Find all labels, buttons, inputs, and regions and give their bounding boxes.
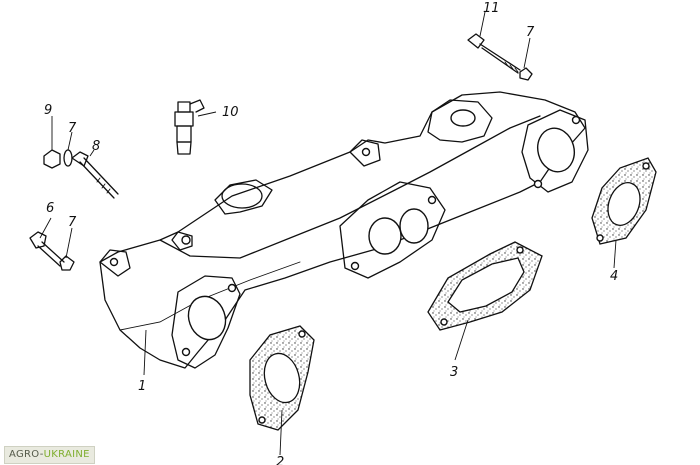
watermark-part1: AGRO- xyxy=(9,449,44,460)
manifold-holes xyxy=(109,109,581,357)
top-washer xyxy=(519,67,533,81)
washer-left xyxy=(59,255,75,271)
nut-left xyxy=(43,149,61,169)
callout-9: 9 xyxy=(44,103,52,118)
callout-2: 2 xyxy=(276,455,284,465)
callout-8: 8 xyxy=(92,139,100,154)
callout-1: 1 xyxy=(138,379,146,394)
watermark: AGRO-UKRAINE xyxy=(4,446,95,464)
watermark-part2: UKRAINE xyxy=(43,449,90,460)
callout-10: 10 xyxy=(222,105,239,120)
callout-labels: 1 2 3 4 6 7 7 7 8 9 10 11 xyxy=(44,1,618,465)
callout-6: 6 xyxy=(46,201,54,216)
long-bolt xyxy=(71,151,119,199)
callout-7-mid: 7 xyxy=(68,121,77,136)
washer-mid xyxy=(63,149,73,167)
gasket-right xyxy=(591,157,657,245)
top-bolt xyxy=(467,33,521,74)
gasket-bottom xyxy=(249,325,315,431)
callout-3: 3 xyxy=(450,365,458,380)
gasket-middle xyxy=(427,241,543,331)
bolt-left xyxy=(29,231,65,267)
callout-7-lower: 7 xyxy=(68,215,77,230)
temperature-sensor xyxy=(174,99,205,155)
manifold-body xyxy=(99,91,589,369)
callout-4: 4 xyxy=(610,269,618,284)
callout-11: 11 xyxy=(483,1,500,16)
leader-lines xyxy=(39,11,617,456)
callout-7-top: 7 xyxy=(526,25,535,40)
